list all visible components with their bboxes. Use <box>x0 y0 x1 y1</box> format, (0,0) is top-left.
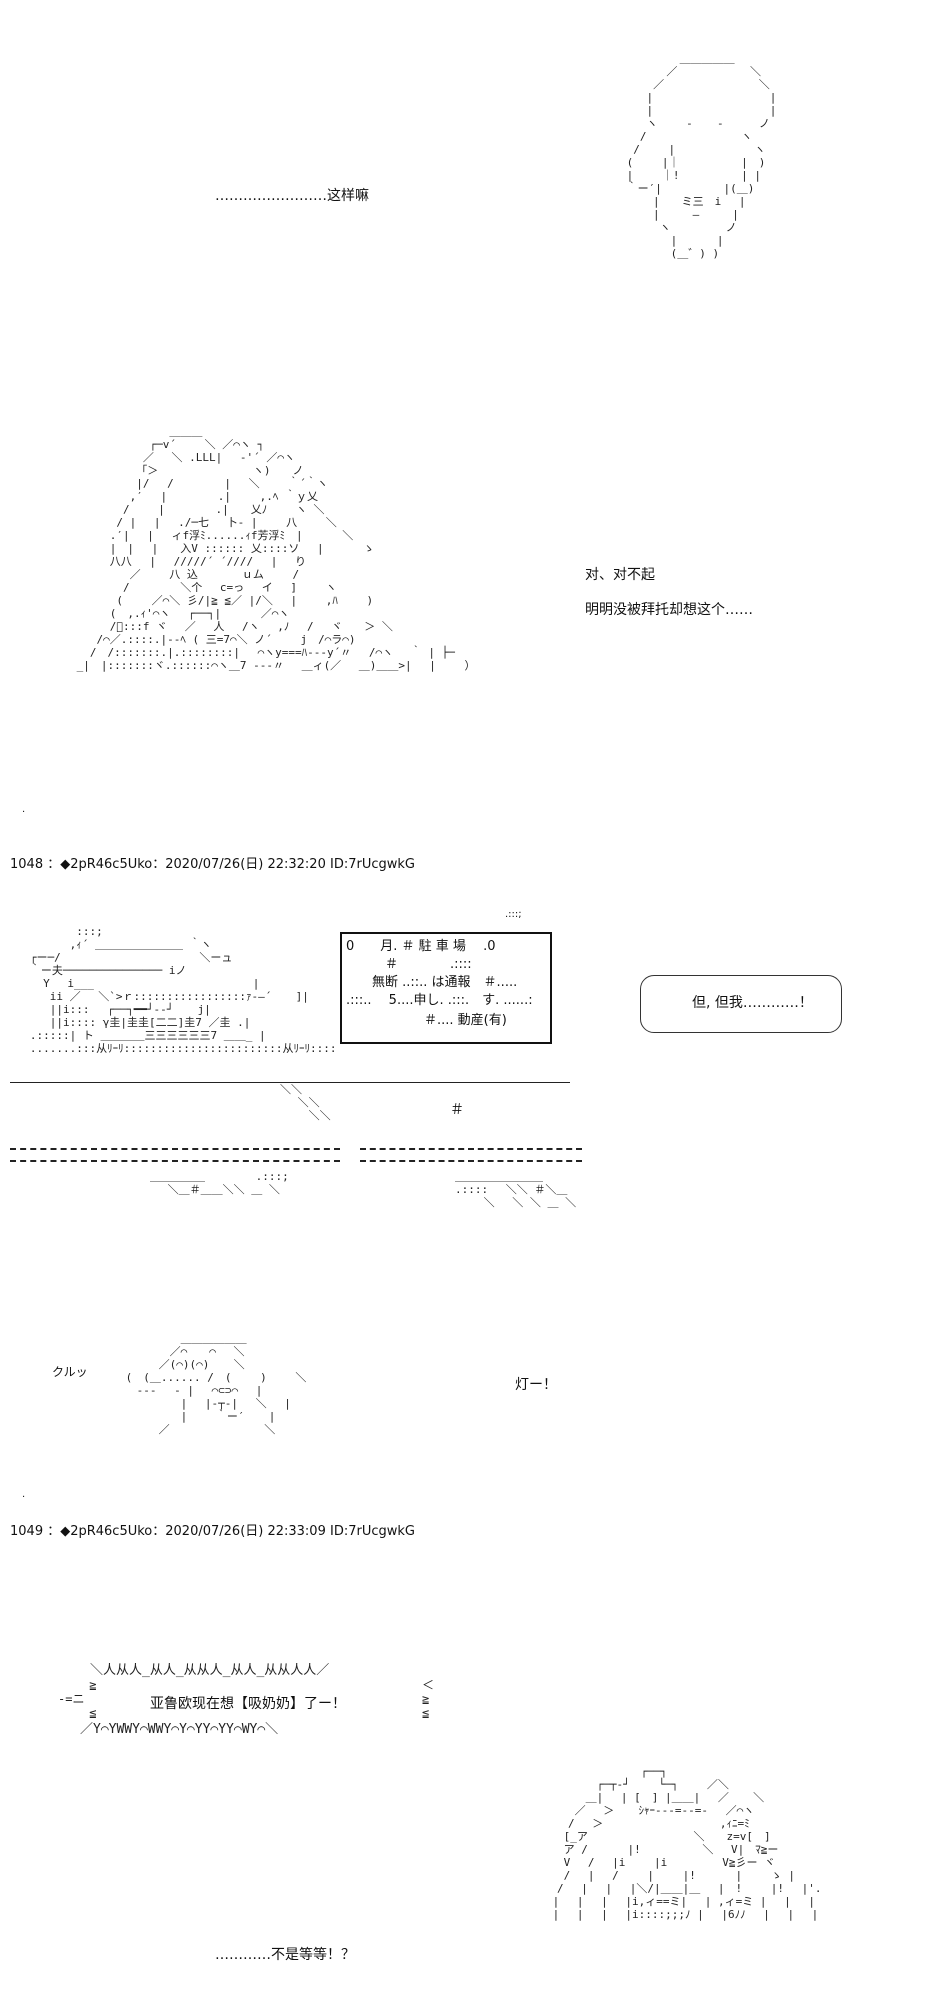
line-kuruh: クルッ <box>52 1365 88 1379</box>
line-shout: 亚鲁欧现在想【吸奶奶】了ー！ <box>150 1696 346 1712</box>
line-light: 灯ー！ <box>515 1377 557 1393</box>
line-sorry: 对、对不起 <box>585 567 655 583</box>
road-dash-right-2 <box>360 1160 582 1162</box>
post-header-1049: 1049 ：◆2pR46c5Uko：2020/07/26(日) 22:33:09… <box>10 1524 415 1539</box>
sign-row-3: 無断 ..::.. は通報 ＃..... <box>346 975 518 990</box>
hash-mark: ＃ <box>450 1102 464 1118</box>
ascii-art-ground-right: ＿＿＿＿＿＿＿＿ .:::: ＼＼ ＃＼＿ ＼ ＼ ＼ ＿ ＼ <box>455 1170 577 1209</box>
line-entrusted: 明明没被拜托却想这个…… <box>585 602 753 618</box>
road-line <box>10 1082 570 1083</box>
speech-bubble-but-me <box>640 975 842 1033</box>
ascii-art-figure-top: ＿＿＿＿＿ ／ ＼ ／ ＼ | | | | ヽ ‐ ‐ ノ / ヽ / | ヽ … <box>626 52 777 260</box>
ascii-art-hair: ┌──┐ ┌─┬-┘ └─┐ ／＼ ＿| | [ ] |＿＿| ／ ＼ ／ ＞ … <box>552 1765 822 1921</box>
shout-right-edge: ＜ ≧ ≦ <box>422 1678 435 1720</box>
ascii-art-face: ＿＿＿＿＿＿ ／⌒ ⌒ ＼ ／(⌒)(⌒) ＼ ( (＿...... / ( )… <box>125 1332 307 1436</box>
parking-sign: 0 月. ＃ 駐 車 場 .0 ＃ .:::: 無断 ..::.. は通報 ＃.… <box>340 932 552 1044</box>
ascii-art-ground-left: ＿＿＿＿＿ .:::; ＼＿＃＿＿＼＼ ＿ ＼ <box>150 1170 289 1196</box>
road-dash-left <box>10 1148 340 1150</box>
ascii-art-girl: ＿＿＿ ┌─v´ ＼ ／⌒ヽ ┐ ／ ＼ .LLL| ‐'´ ／⌒ヽ 「＞ ヽ)… <box>76 425 476 672</box>
line-but-me: 但, 但我…………！ <box>692 995 813 1011</box>
shout-bottom-edge: ／Y⌒YWWY⌒WWY⌒Y⌒YY⌒YY⌒WY⌒＼ <box>80 1722 279 1737</box>
sign-row-4: .:::.. 5....申し. .:::. す. ......: <box>346 993 533 1008</box>
sign-row-5: ＃.... 動産(有) <box>346 1013 507 1028</box>
line-wait: …………不是等等！？ <box>215 1947 355 1963</box>
shout-top-edge: ＼人从人_从人_从从人_从人_从从人人／ <box>90 1663 330 1678</box>
road-diagonals: ＼＼ ＼＼ ＼＼ <box>280 1083 331 1122</box>
shout-left-edge: ≧ -=ニ ≦ <box>58 1678 97 1720</box>
sign-row-2: ＃ .:::: <box>346 957 472 972</box>
line-just-like-that: ……………………这样嘛 <box>215 188 369 204</box>
road-dash-left-2 <box>10 1160 340 1162</box>
dot-mark-2: . <box>22 1489 26 1500</box>
dot-mark: . <box>22 804 26 815</box>
post-header-1048: 1048 ：◆2pR46c5Uko：2020/07/26(日) 22:32:20… <box>10 857 415 872</box>
sign-row-1: 0 月. ＃ 駐 車 場 .0 <box>346 939 496 954</box>
road-dash-right <box>360 1148 582 1150</box>
ascii-art-car: :::; ,ｨ´ ＿＿＿＿＿＿＿＿ ｀ヽ ┌ー─/ ＼ーュ ｀ー夫───────… <box>29 925 337 1055</box>
sign-top-dots: .:::; <box>505 909 522 920</box>
